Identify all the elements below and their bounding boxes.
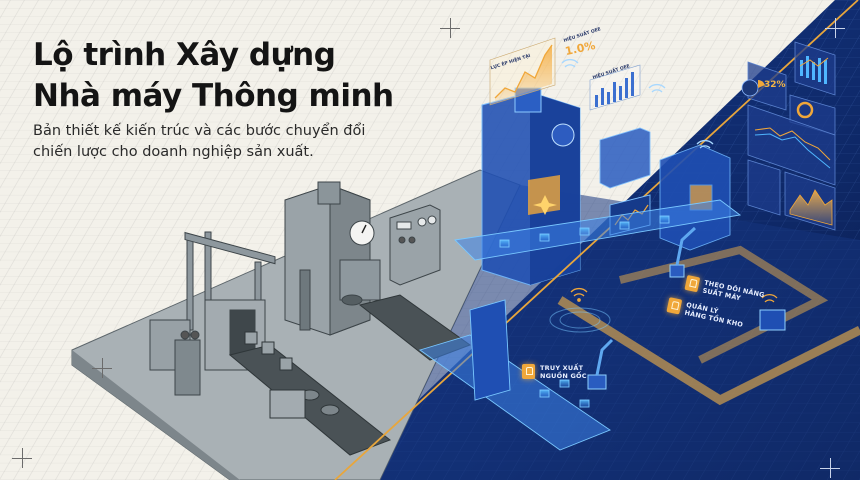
grey-press-machine [284,181,381,336]
box-icon [666,297,683,315]
crosshair-mark [92,358,112,378]
crosshair-mark [820,458,840,478]
pressure-chart-panel [489,37,556,106]
title-line-1: Lộ trình Xây dựng [33,37,336,73]
oee-bar-chart [589,64,641,111]
wifi-icons-blue [561,58,714,149]
crosshair-mark [12,448,32,468]
crosshair-mark [825,18,845,38]
callout-traceability: Truy xuất nguồn gốc [522,364,587,380]
dashboard-kpi-value: 32% [764,80,786,90]
lightbulb-icon [522,364,535,379]
subtitle-line-2: chiến lược cho doanh nghiệp sản xuất. [33,144,314,160]
title-line-2: Nhà máy Thông minh [33,78,394,114]
page-subtitle: Bản thiết kế kiến trúc và các bước chuyể… [33,121,365,163]
box-icon [684,274,701,293]
subtitle-line-1: Bản thiết kế kiến trúc và các bước chuyể… [33,123,366,139]
wifi-icons [570,287,778,303]
page-title: Lộ trình Xây dựng Nhà máy Thông minh [33,35,394,117]
grey-control-panel [389,204,441,286]
robot-arms [587,226,786,390]
smart-conveyor [418,199,742,451]
dashboard-panels [741,41,836,231]
grey-frame-machine [149,231,276,396]
crosshair-mark [440,18,460,38]
